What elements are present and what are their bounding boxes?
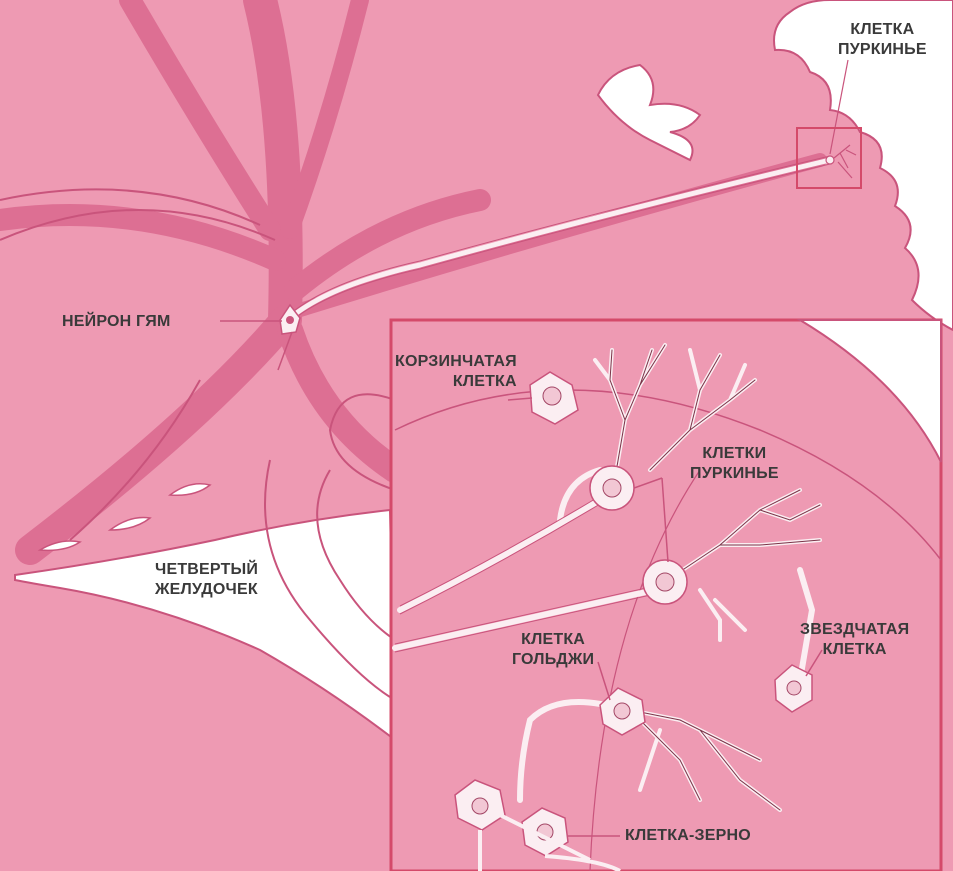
purkinje-cell-body-2 [643,560,687,604]
label-nucleus-neuron: НЕЙРОН ГЯМ [62,312,171,332]
label-granule-cell: КЛЕТКА-ЗЕРНО [625,826,751,846]
purkinje-cell-body-1 [590,466,634,510]
